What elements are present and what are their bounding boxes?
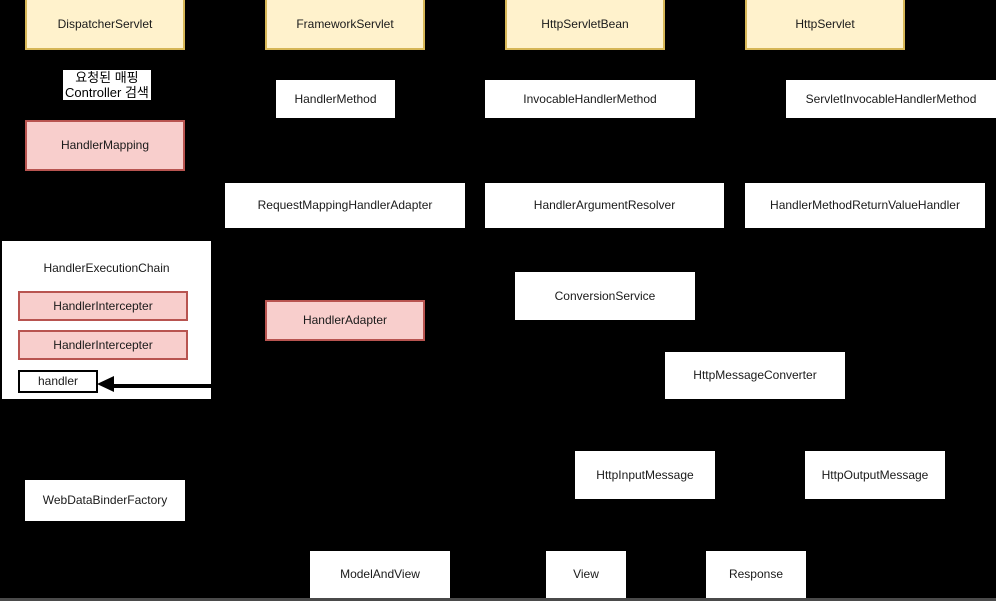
node-http-output-message[interactable]: HttpOutputMessage <box>805 451 945 499</box>
note-request-mapping-lookup: 요청된 매핑 Controller 검색 <box>63 70 151 100</box>
node-response[interactable]: Response <box>706 551 806 598</box>
node-view[interactable]: View <box>546 551 626 598</box>
node-handler-intercepter-1[interactable]: HandlerIntercepter <box>18 291 188 321</box>
node-servlet-invocable-handler-method[interactable]: ServletInvocableHandlerMethod <box>786 80 996 118</box>
node-request-mapping-handler-adapter[interactable]: RequestMappingHandlerAdapter <box>225 183 465 228</box>
node-framework-servlet[interactable]: FrameworkServlet <box>265 0 425 50</box>
node-handler[interactable]: handler <box>18 370 98 393</box>
handler-arrowhead-icon <box>97 376 114 392</box>
node-http-servlet[interactable]: HttpServlet <box>745 0 905 50</box>
node-handler-argument-resolver[interactable]: HandlerArgumentResolver <box>485 183 724 228</box>
node-handler-method-return-value-handler[interactable]: HandlerMethodReturnValueHandler <box>745 183 985 228</box>
node-handler-intercepter-2[interactable]: HandlerIntercepter <box>18 330 188 360</box>
node-web-data-binder-factory[interactable]: WebDataBinderFactory <box>25 480 185 521</box>
node-handler-method[interactable]: HandlerMethod <box>276 80 395 118</box>
note-line-2: Controller 검색 <box>65 85 149 100</box>
handler-execution-chain-container[interactable]: HandlerExecutionChain HandlerIntercepter… <box>2 241 211 399</box>
node-http-servlet-bean[interactable]: HttpServletBean <box>505 0 665 50</box>
node-http-input-message[interactable]: HttpInputMessage <box>575 451 715 499</box>
note-line-1: 요청된 매핑 <box>75 70 139 85</box>
canvas-bottom-edge <box>0 598 996 601</box>
node-model-and-view[interactable]: ModelAndView <box>310 551 450 598</box>
node-conversion-service[interactable]: ConversionService <box>515 272 695 320</box>
node-dispatcher-servlet[interactable]: DispatcherServlet <box>25 0 185 50</box>
node-invocable-handler-method[interactable]: InvocableHandlerMethod <box>485 80 695 118</box>
node-handler-mapping[interactable]: HandlerMapping <box>25 120 185 171</box>
handler-arrow-line <box>112 384 211 388</box>
node-http-message-converter[interactable]: HttpMessageConverter <box>665 352 845 399</box>
handler-execution-chain-title: HandlerExecutionChain <box>43 261 170 275</box>
node-handler-adapter[interactable]: HandlerAdapter <box>265 300 425 341</box>
